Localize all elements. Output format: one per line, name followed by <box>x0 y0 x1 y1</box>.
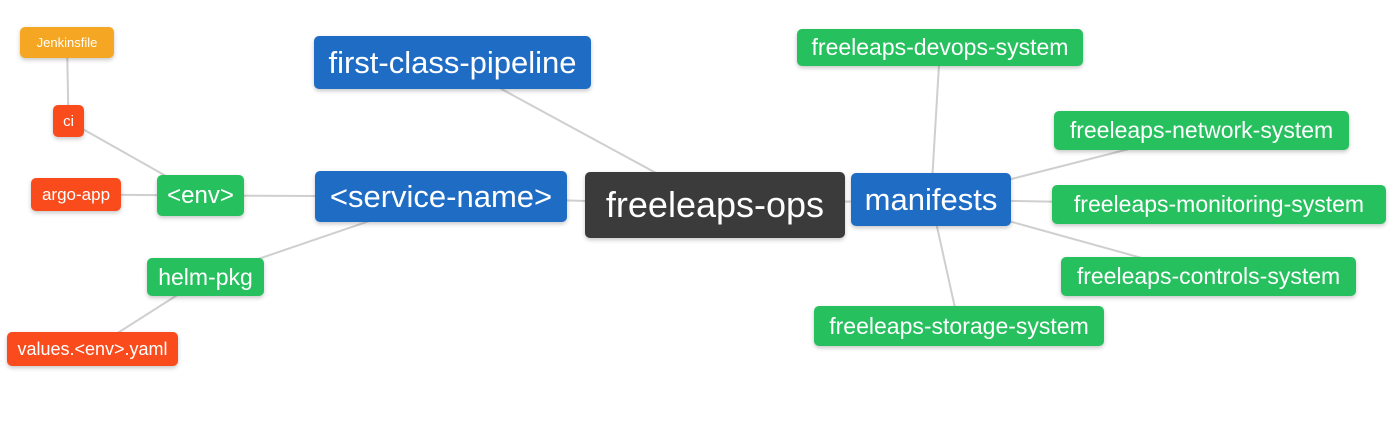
node-ci[interactable]: ci <box>53 105 84 137</box>
node-service-name[interactable]: <service-name> <box>315 171 567 222</box>
node-freeleaps-devops-system[interactable]: freeleaps-devops-system <box>797 29 1083 66</box>
node-manifests[interactable]: manifests <box>851 173 1011 226</box>
node-first-class-pipeline[interactable]: first-class-pipeline <box>314 36 591 89</box>
node-jenkinsfile[interactable]: Jenkinsfile <box>20 27 114 58</box>
node-freeleaps-monitoring-system[interactable]: freeleaps-monitoring-system <box>1052 185 1386 224</box>
node-env[interactable]: <env> <box>157 175 244 216</box>
node-freeleaps-controls-system[interactable]: freeleaps-controls-system <box>1061 257 1356 296</box>
node-helm-pkg[interactable]: helm-pkg <box>147 258 264 296</box>
node-argo-app[interactable]: argo-app <box>31 178 121 211</box>
node-values-env-yaml[interactable]: values.<env>.yaml <box>7 332 178 366</box>
node-freeleaps-storage-system[interactable]: freeleaps-storage-system <box>814 306 1104 346</box>
node-freeleaps-network-system[interactable]: freeleaps-network-system <box>1054 111 1349 150</box>
node-freeleaps-ops-root[interactable]: freeleaps-ops <box>585 172 845 238</box>
